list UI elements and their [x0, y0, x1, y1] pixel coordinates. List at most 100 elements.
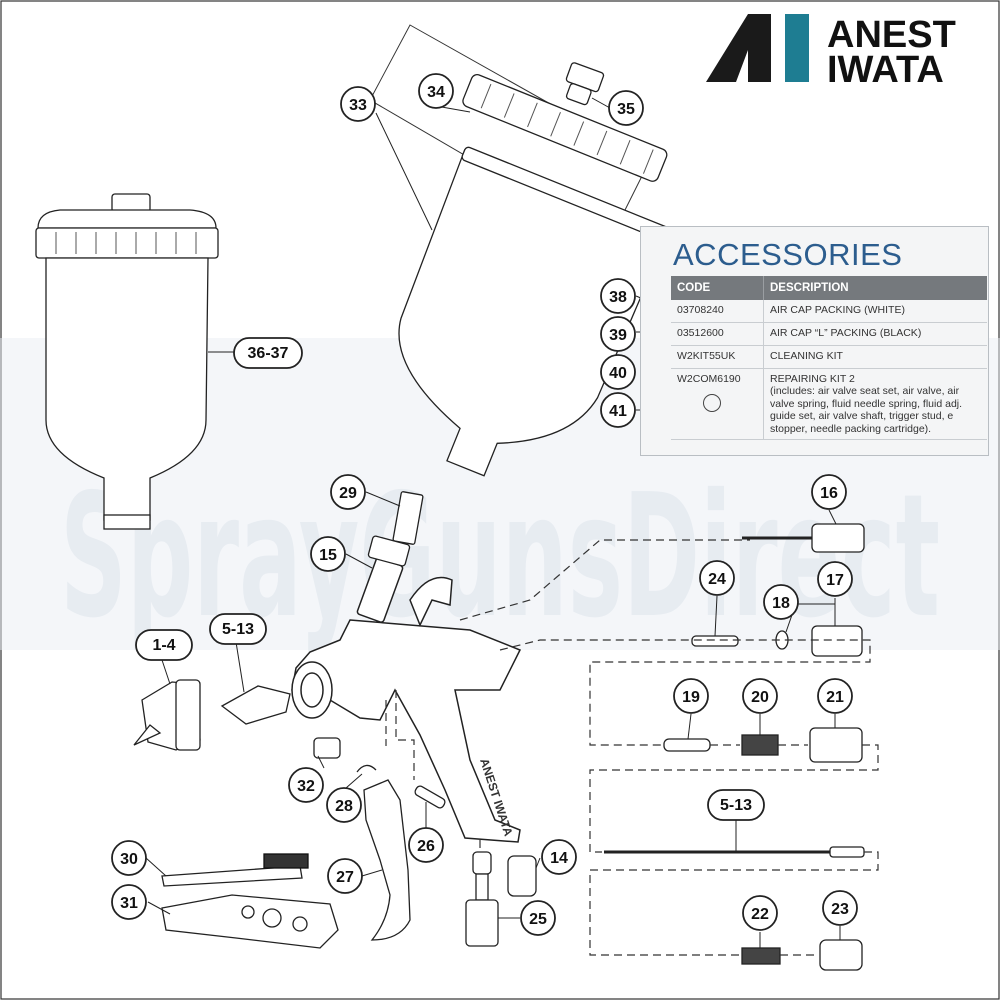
callout-16: 16	[811, 474, 847, 510]
svg-text:30: 30	[120, 851, 138, 868]
svg-text:14: 14	[550, 850, 568, 867]
accessory-description: AIR CAP “L” PACKING (BLACK)	[763, 322, 987, 346]
callout-39: 39	[600, 316, 636, 352]
callout-41: 41	[600, 392, 636, 428]
callout-34: 34	[418, 73, 454, 109]
assembly-guides	[385, 539, 879, 956]
accessories-table: CODE DESCRIPTION 03708240 AIR CAP PACKIN…	[671, 276, 987, 440]
air-valve-shaft	[691, 635, 739, 647]
accessory-code: 03708240	[671, 300, 764, 323]
svg-text:34: 34	[427, 84, 445, 101]
svg-text:38: 38	[609, 289, 627, 306]
part-32-plug	[313, 737, 341, 759]
svg-text:23: 23	[831, 901, 849, 918]
svg-text:27: 27	[336, 869, 354, 886]
callout-36-37: 36-37	[233, 337, 303, 369]
table-row: W2KIT55UK CLEANING KIT	[671, 345, 987, 369]
accessories-panel: ACCESSORIES CODE DESCRIPTION 03708240 AI…	[640, 226, 989, 456]
callout-40: 40	[600, 354, 636, 390]
repair-kit-circle-icon	[703, 394, 721, 412]
needle-spring	[741, 947, 781, 965]
callout-1-4: 1-4	[135, 629, 193, 661]
pattern-adj-set	[811, 625, 863, 657]
accessory-description: REPAIRING KIT 2	[770, 373, 855, 385]
callout-29: 29	[330, 474, 366, 510]
callout-21: 21	[817, 678, 853, 714]
svg-text:15: 15	[319, 547, 337, 564]
fluid-nozzle	[220, 685, 291, 725]
table-row: 03708240 AIR CAP PACKING (WHITE)	[671, 300, 987, 323]
air-valve	[663, 738, 711, 752]
svg-text:5-13: 5-13	[720, 797, 752, 814]
callout-25: 25	[520, 900, 556, 936]
svg-text:25: 25	[529, 911, 547, 928]
air-valve-seat	[809, 727, 863, 763]
callout-30: 30	[111, 840, 147, 876]
callout-18: 18	[763, 584, 799, 620]
svg-text:32: 32	[297, 778, 315, 795]
accessory-description-note: (includes: air valve seat set, air valve…	[770, 385, 963, 435]
callout-5-13-needle: 5-13	[707, 789, 765, 821]
callout-23: 23	[822, 890, 858, 926]
cup-body-tilted	[398, 148, 670, 477]
svg-text:28: 28	[335, 798, 353, 815]
callout-24: 24	[699, 560, 735, 596]
accessories-title: ACCESSORIES	[673, 237, 903, 272]
cup-lid-ring	[35, 227, 219, 259]
cup-cap-knob	[111, 193, 151, 213]
air-cap-group	[133, 679, 291, 751]
fluid-adj-guide	[819, 939, 863, 971]
svg-text:33: 33	[349, 97, 367, 114]
svg-text:20: 20	[751, 689, 769, 706]
callout-35: 35	[608, 90, 644, 126]
callout-20: 20	[742, 678, 778, 714]
cup-joint	[367, 535, 411, 567]
cup-lid	[462, 74, 668, 182]
svg-text:16: 16	[820, 485, 838, 502]
svg-text:31: 31	[120, 895, 138, 912]
accessory-code-cell: W2COM6190	[671, 368, 764, 440]
logo-mark-dark	[706, 14, 771, 82]
accessory-code: 03512600	[671, 322, 764, 346]
accessory-code: W2KIT55UK	[671, 345, 764, 369]
svg-text:35: 35	[617, 101, 635, 118]
svg-text:36-37: 36-37	[248, 345, 289, 362]
svg-text:18: 18	[772, 595, 790, 612]
brand-line2: IWATA	[827, 49, 944, 91]
callout-27: 27	[327, 858, 363, 894]
callout-33: 33	[340, 86, 376, 122]
callout-19: 19	[673, 678, 709, 714]
callout-31: 31	[111, 884, 147, 920]
svg-text:41: 41	[609, 403, 627, 420]
brand-logo: ANEST IWATA	[706, 14, 956, 91]
table-row: W2COM6190 REPAIRING KIT 2 (includes: air…	[671, 368, 987, 440]
callout-5-13-head: 5-13	[209, 613, 267, 645]
svg-text:40: 40	[609, 365, 627, 382]
cup-strainer	[392, 491, 424, 545]
spare-paint-cup	[35, 193, 219, 530]
table-header-row: CODE DESCRIPTION	[671, 276, 987, 300]
accessory-code: W2COM6190	[677, 373, 741, 385]
svg-text:19: 19	[682, 689, 700, 706]
svg-text:5-13: 5-13	[222, 621, 254, 638]
svg-text:29: 29	[339, 485, 357, 502]
svg-text:24: 24	[708, 571, 726, 588]
callout-26: 26	[408, 827, 444, 863]
spanner-wrench	[161, 894, 339, 949]
trigger	[363, 779, 411, 941]
accessory-description-cell: REPAIRING KIT 2 (includes: air valve sea…	[763, 368, 987, 440]
air-inlet-fitting	[507, 855, 537, 897]
callouts: 38 39 40 41 33 34 35 36-37 29 15 1-4 5-1…	[111, 73, 858, 936]
air-valve-stem	[472, 851, 492, 875]
accessory-description: CLEANING KIT	[763, 345, 987, 369]
needle-adj-knob	[811, 523, 865, 553]
callout-28: 28	[326, 787, 362, 823]
column-header-code: CODE	[671, 276, 764, 300]
cleaning-brush	[161, 865, 303, 887]
mounted-paint-cup	[369, 24, 670, 477]
svg-text:17: 17	[826, 572, 844, 589]
svg-text:21: 21	[826, 689, 844, 706]
e-stopper	[356, 764, 377, 773]
